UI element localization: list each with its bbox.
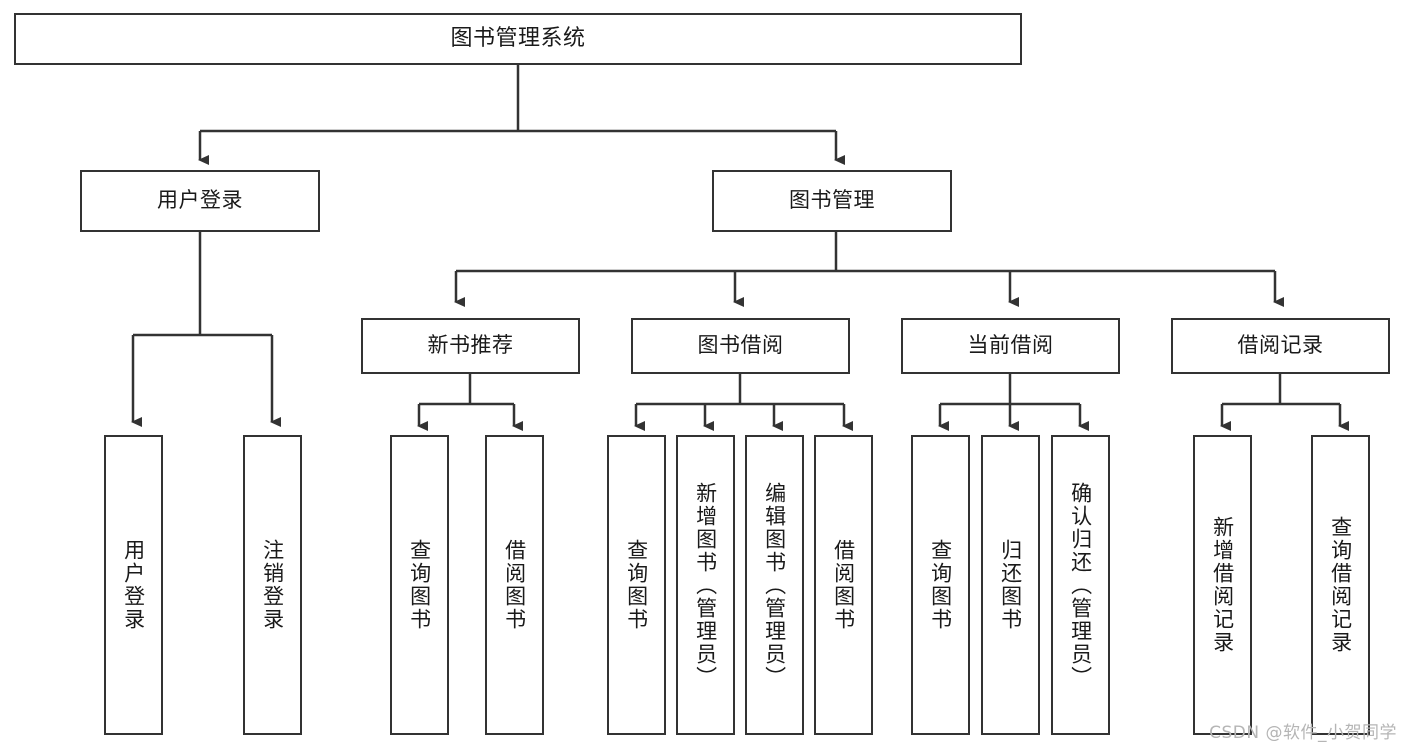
leaf-add-book-admin[interactable]: 新增图书（管理员） xyxy=(676,435,735,735)
leaf-confirm-return-admin[interactable]: 确认归还（管理员） xyxy=(1051,435,1110,735)
node-label: 编辑图书（管理员） xyxy=(762,481,787,689)
leaf-query-book-recommend[interactable]: 查询图书 xyxy=(390,435,449,735)
node-book-management[interactable]: 图书管理 xyxy=(712,170,952,232)
node-label: 借阅图书 xyxy=(831,539,856,631)
node-label: 新增图书（管理员） xyxy=(693,481,718,689)
node-user-login[interactable]: 用户登录 xyxy=(80,170,320,232)
node-label: 查询图书 xyxy=(407,539,432,631)
leaf-query-borrow-record[interactable]: 查询借阅记录 xyxy=(1311,435,1370,735)
node-label: 当前借阅 xyxy=(967,333,1054,358)
node-label: 注销登录 xyxy=(260,539,285,631)
node-label: 查询图书 xyxy=(624,539,649,631)
leaf-borrow-book-recommend[interactable]: 借阅图书 xyxy=(485,435,544,735)
leaf-query-book-borrow[interactable]: 查询图书 xyxy=(607,435,666,735)
node-label: 借阅记录 xyxy=(1237,333,1324,358)
leaf-user-login[interactable]: 用户登录 xyxy=(104,435,163,735)
node-borrow-records[interactable]: 借阅记录 xyxy=(1171,318,1390,374)
node-label: 确认归还（管理员） xyxy=(1068,481,1093,689)
node-label: 新增借阅记录 xyxy=(1210,516,1235,654)
node-book-borrow[interactable]: 图书借阅 xyxy=(631,318,850,374)
watermark: CSDN @软件_小贺同学 xyxy=(1209,723,1397,743)
node-label: 查询借阅记录 xyxy=(1328,516,1353,654)
node-label: 借阅图书 xyxy=(502,539,527,631)
node-label: 用户登录 xyxy=(121,539,146,631)
node-new-book-recommend[interactable]: 新书推荐 xyxy=(361,318,580,374)
node-current-borrow[interactable]: 当前借阅 xyxy=(901,318,1120,374)
leaf-borrow-book[interactable]: 借阅图书 xyxy=(814,435,873,735)
node-root-system[interactable]: 图书管理系统 xyxy=(14,13,1022,65)
node-label: 归还图书 xyxy=(998,539,1023,631)
node-label: 图书管理 xyxy=(789,188,875,213)
node-label: 图书借阅 xyxy=(697,333,784,358)
leaf-return-book[interactable]: 归还图书 xyxy=(981,435,1040,735)
leaf-logout[interactable]: 注销登录 xyxy=(243,435,302,735)
leaf-query-book-current[interactable]: 查询图书 xyxy=(911,435,970,735)
node-label: 查询图书 xyxy=(928,539,953,631)
node-label: 用户登录 xyxy=(157,188,243,213)
node-label: 图书管理系统 xyxy=(450,25,586,51)
leaf-add-borrow-record[interactable]: 新增借阅记录 xyxy=(1193,435,1252,735)
node-label: 新书推荐 xyxy=(427,333,514,358)
leaf-edit-book-admin[interactable]: 编辑图书（管理员） xyxy=(745,435,804,735)
